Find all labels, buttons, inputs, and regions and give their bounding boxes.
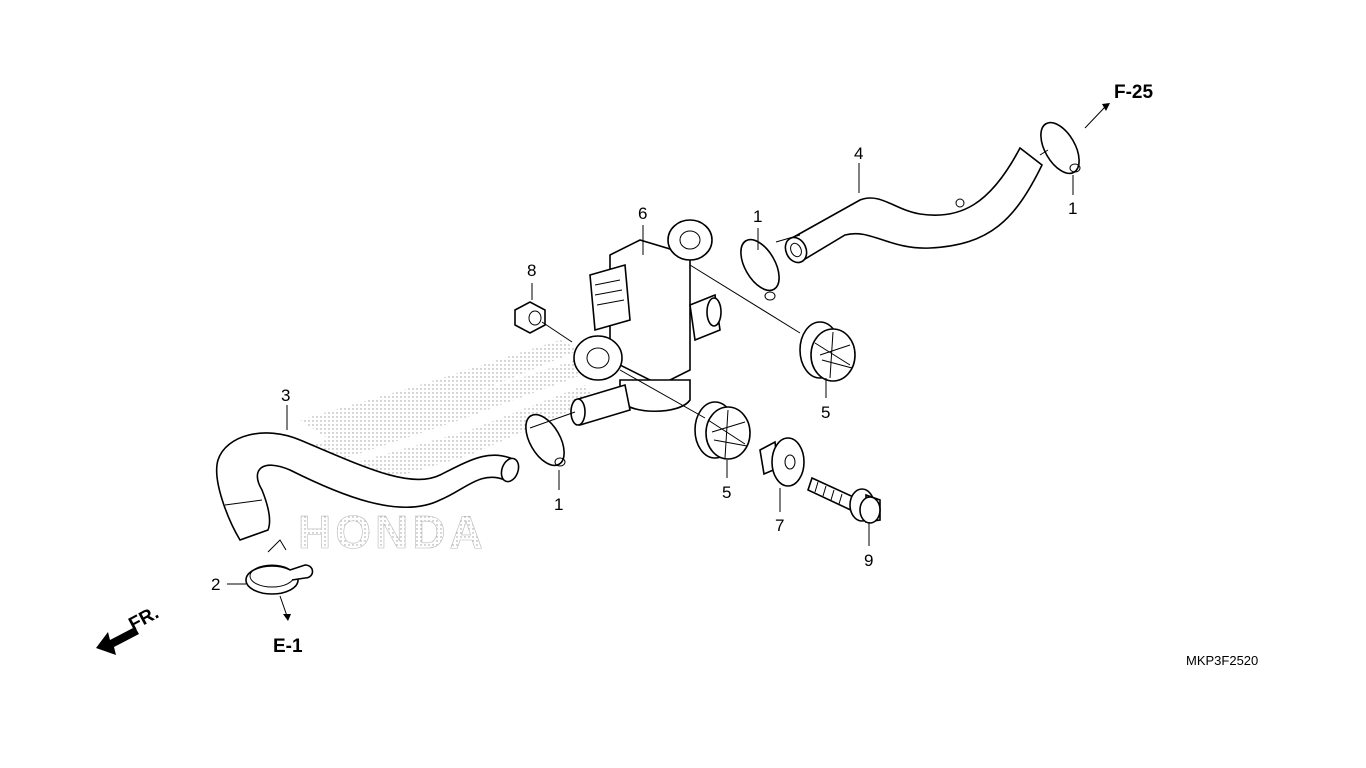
reference-f25[interactable]: F-25 xyxy=(1114,82,1154,103)
reference-e1[interactable]: E-1 xyxy=(273,636,303,657)
callout-6: 6 xyxy=(638,204,647,223)
clip-top-left xyxy=(740,238,780,301)
callout-8: 8 xyxy=(527,261,536,280)
flange-bolt xyxy=(807,476,881,524)
honda-watermark: HONDA xyxy=(298,340,595,558)
callout-7: 7 xyxy=(775,516,784,535)
clip-top-right xyxy=(1040,121,1081,175)
hose-upper xyxy=(784,146,1044,264)
callout-1-top-right: 1 xyxy=(1068,199,1077,218)
nut xyxy=(514,301,546,334)
callout-1-bottom: 1 xyxy=(554,495,563,514)
callout-5-right: 5 xyxy=(821,403,830,422)
hose-lower xyxy=(216,432,520,541)
hose-clamp xyxy=(245,539,314,595)
callout-5-lower: 5 xyxy=(722,483,731,502)
grommet-right xyxy=(799,321,856,382)
callout-3: 3 xyxy=(281,386,290,405)
callout-2: 2 xyxy=(211,575,220,594)
callout-4: 4 xyxy=(854,144,863,163)
front-arrow-icon: FR. xyxy=(96,603,162,655)
catalog-code: MKP3F2520 xyxy=(1186,653,1258,668)
air-injection-valve xyxy=(570,219,722,427)
callout-1-top-left: 1 xyxy=(753,207,762,226)
grommet-lower xyxy=(694,401,751,460)
leader-lines xyxy=(227,103,1110,621)
callout-9: 9 xyxy=(864,551,873,570)
clip-bottom xyxy=(525,413,566,467)
watermark-text: HONDA xyxy=(298,506,487,558)
collar xyxy=(759,437,805,487)
